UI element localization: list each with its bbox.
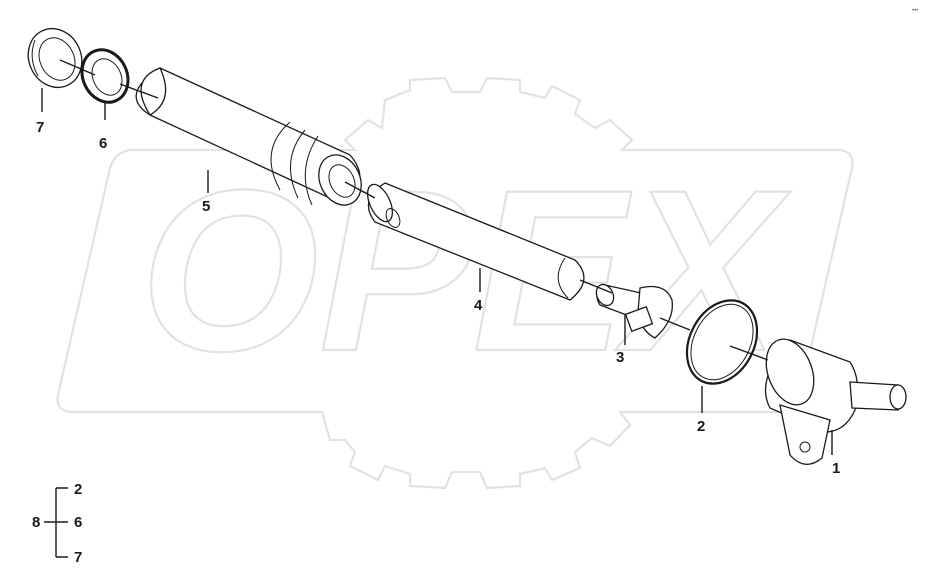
part-1-end-cap [764, 338, 907, 465]
callout-2: 2 [697, 418, 705, 435]
part-4-rod [366, 182, 585, 301]
part-7-seal [27, 28, 83, 88]
callout-6: 6 [99, 135, 107, 152]
callout-7: 7 [36, 119, 44, 136]
kit-legend-item-6: 6 [74, 514, 82, 531]
watermark: OPEX [56, 76, 854, 490]
kit-legend-item-2: 2 [74, 481, 82, 498]
part-2-oring [685, 299, 759, 385]
leader-lines [41, 88, 833, 455]
part-6-wiper [80, 48, 130, 104]
callout-3: 3 [616, 349, 624, 366]
kit-legend-bracket [44, 487, 68, 558]
assembly-axis-line [59, 59, 769, 361]
kit-legend-item-7: 7 [74, 549, 82, 566]
callout-1: 1 [832, 460, 840, 477]
callout-5: 5 [202, 198, 210, 215]
watermark-logo-text: OPEX [140, 142, 791, 399]
kit-legend: 8 2 6 7 [32, 481, 82, 566]
callout-4: 4 [474, 297, 483, 314]
corner-mark: ••• [912, 8, 918, 14]
watermark-gear-outline [56, 76, 854, 490]
part-5-barrel [135, 67, 362, 206]
kit-legend-kit: 8 [32, 514, 40, 531]
part-3-pin [595, 283, 674, 339]
